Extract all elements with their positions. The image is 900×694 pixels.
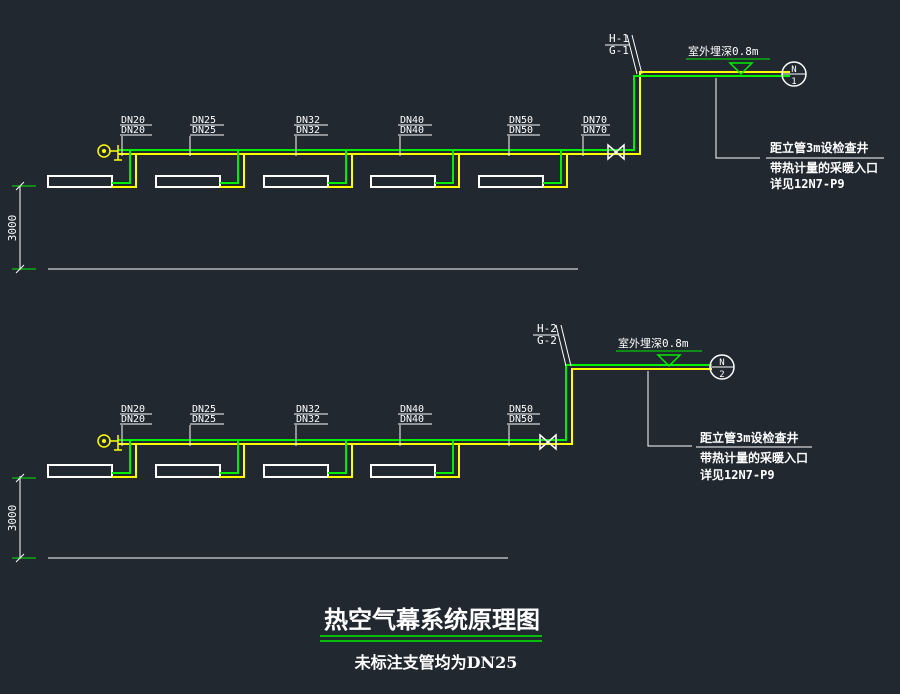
svg-text:距立管3m设检查井: 距立管3m设检查井: [700, 430, 798, 445]
riser-label: H-1 G-1: [605, 32, 643, 75]
level-marker-icon: [728, 62, 754, 76]
svg-text:距立管3m设检查井: 距立管3m设检查井: [770, 140, 868, 155]
air-curtain-unit: [478, 175, 544, 188]
return-pipes: [112, 368, 712, 478]
branch-label-1: DN20 DN20: [120, 115, 152, 136]
svg-text:DN20: DN20: [121, 125, 145, 136]
air-curtain-unit: [47, 464, 113, 478]
branch-label-4: DN40 DN40: [398, 404, 432, 425]
branch-label-3: DN32 DN32: [294, 115, 328, 136]
svg-text:N: N: [791, 65, 796, 75]
svg-text:DN25: DN25: [192, 414, 216, 425]
branch-label-4: DN40 DN40: [398, 115, 432, 136]
branch-label-1: DN20 DN20: [120, 404, 152, 425]
inspection-notes: 距立管3m设检查井 带热计量的采暖入口 详见12N7-P9: [647, 371, 812, 482]
svg-text:DN20: DN20: [121, 414, 145, 425]
air-vent-icon: [97, 144, 122, 161]
svg-text:详见12N7-P9: 详见12N7-P9: [770, 176, 845, 191]
svg-text:DN70: DN70: [583, 115, 607, 126]
system-2: 3000: [6, 322, 812, 563]
dimension-text: 3000: [6, 505, 19, 532]
svg-text:1: 1: [791, 77, 796, 87]
svg-text:DN32: DN32: [296, 125, 320, 136]
svg-text:DN50: DN50: [509, 414, 533, 425]
branch-size-labels: DN20 DN20 DN25 DN25 DN32 DN32 DN40 DN40: [120, 404, 540, 446]
dimension-text: 3000: [6, 215, 19, 242]
svg-text:H-1: H-1: [609, 32, 629, 45]
svg-text:DN40: DN40: [400, 115, 424, 126]
svg-text:DN40: DN40: [400, 414, 424, 425]
svg-text:带热计量的采暖入口: 带热计量的采暖入口: [700, 450, 808, 465]
entry-symbol-icon: N 1: [781, 61, 807, 87]
height-dimension: 3000: [6, 473, 36, 563]
air-curtain-units: [47, 464, 436, 478]
svg-text:H-2: H-2: [537, 322, 557, 335]
svg-text:DN32: DN32: [296, 404, 320, 415]
system-1: 3000: [6, 32, 884, 274]
svg-text:DN32: DN32: [296, 115, 320, 126]
svg-text:DN20: DN20: [121, 115, 145, 126]
svg-text:带热计量的采暖入口: 带热计量的采暖入口: [770, 160, 878, 175]
height-dimension: 3000: [6, 181, 36, 274]
branch-label-3: DN32 DN32: [294, 404, 328, 425]
branch-label-5: DN50 DN50: [507, 115, 540, 136]
supply-pipes: [112, 75, 790, 184]
svg-text:DN40: DN40: [400, 404, 424, 415]
svg-text:DN20: DN20: [121, 404, 145, 415]
svg-text:DN50: DN50: [509, 404, 533, 415]
level-marker-icon: [656, 354, 682, 368]
svg-text:DN50: DN50: [509, 115, 533, 126]
svg-text:室外埋深0.8m: 室外埋深0.8m: [618, 336, 689, 350]
svg-text:DN25: DN25: [192, 404, 216, 415]
air-curtain-unit: [370, 175, 436, 188]
svg-text:G-2: G-2: [537, 334, 557, 347]
svg-text:DN40: DN40: [400, 125, 424, 136]
svg-text:DN25: DN25: [192, 125, 216, 136]
svg-text:2: 2: [719, 370, 724, 380]
svg-text:DN50: DN50: [509, 125, 533, 136]
svg-text:详见12N7-P9: 详见12N7-P9: [700, 467, 775, 482]
svg-text:DN32: DN32: [296, 414, 320, 425]
gate-valve-icon: [539, 433, 557, 451]
inspection-notes: 距立管3m设检查井 带热计量的采暖入口 详见12N7-P9: [715, 78, 884, 191]
air-curtain-unit: [47, 175, 113, 188]
branch-size-labels: DN20 DN20 DN25 DN25 DN32 DN32 DN40 DN40: [120, 115, 610, 156]
burial-depth-note: 室外埋深0.8m: [686, 44, 770, 76]
svg-text:DN70: DN70: [583, 125, 607, 136]
branch-label-2: DN25 DN25: [190, 115, 224, 136]
branch-label-5: DN50 DN50: [507, 404, 540, 425]
drawing-title: 热空气幕系统原理图 未标注支管均为DN25: [320, 605, 542, 672]
air-curtain-unit: [155, 464, 221, 478]
svg-text:DN25: DN25: [192, 115, 216, 126]
svg-text:室外埋深0.8m: 室外埋深0.8m: [688, 44, 759, 58]
branch-label-6: DN70 DN70: [581, 115, 610, 136]
gate-valve-icon: [607, 143, 625, 161]
riser-label: H-2 G-2: [533, 322, 572, 367]
air-vent-icon: [97, 434, 122, 451]
entry-symbol-icon: N 2: [709, 354, 735, 380]
air-curtain-unit: [370, 464, 436, 478]
air-curtain-units: [47, 175, 544, 188]
air-curtain-unit: [263, 464, 329, 478]
air-curtain-unit: [263, 175, 329, 188]
svg-text:N: N: [719, 358, 724, 368]
air-curtain-unit: [155, 175, 221, 188]
supply-pipes: [112, 364, 712, 474]
page-title: 热空气幕系统原理图: [324, 605, 540, 634]
subtitle-note: 未标注支管均为DN25: [354, 653, 518, 672]
svg-text:G-1: G-1: [609, 44, 629, 57]
burial-depth-note: 室外埋深0.8m: [616, 336, 702, 368]
branch-label-2: DN25 DN25: [190, 404, 224, 425]
